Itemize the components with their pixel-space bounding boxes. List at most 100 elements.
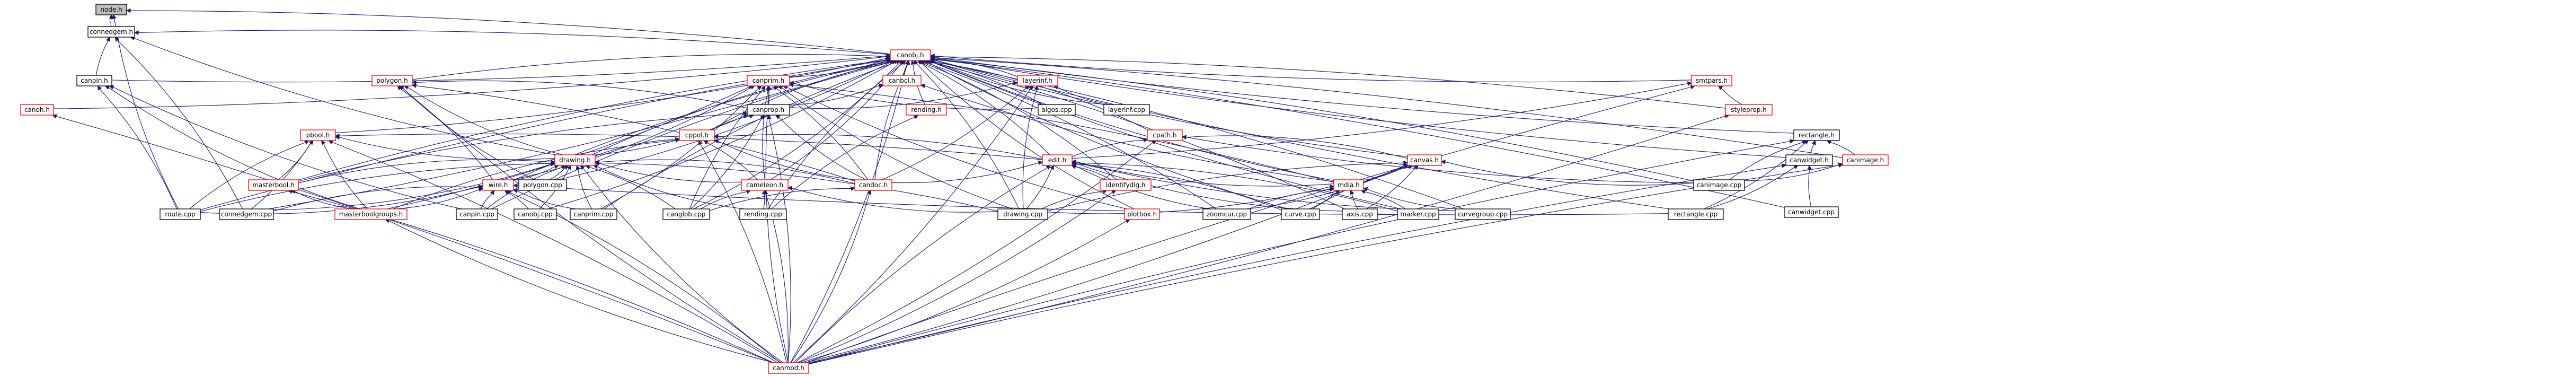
node-pbool_h[interactable]: pbool.h — [300, 129, 336, 141]
node-wire_h[interactable]: wire.h — [482, 179, 514, 191]
edge-axis_cpp-to-canobj_h — [928, 61, 1345, 209]
edge-rectangle_cpp-to-canobj_h — [934, 59, 1670, 209]
node-curve_cpp[interactable]: curve.cpp — [1281, 208, 1320, 220]
edge-styleprop_h-to-smtpars_h — [1721, 88, 1742, 105]
node-canobj_cpp[interactable]: canobj.cpp — [514, 208, 557, 220]
node-smtpars_h[interactable]: smtpars.h — [1691, 75, 1732, 86]
node-cameleon_h[interactable]: cameleon.h — [741, 179, 789, 191]
node-canvas_h[interactable]: canvas.h — [1407, 154, 1442, 166]
node-canpin_h[interactable]: canpin.h — [76, 75, 112, 86]
node-zoomcur_cpp[interactable]: zoomcur.cpp — [1202, 208, 1251, 220]
node-polygon_h[interactable]: polygon.h — [371, 75, 413, 86]
node-canobj_h[interactable]: canobj.h — [890, 49, 931, 61]
arrowhead-edit_h-to-smtpars_h — [1687, 81, 1693, 86]
node-label: smtpars.h — [1696, 77, 1728, 84]
node-cpath_h[interactable]: cpath.h — [1147, 129, 1183, 141]
arrowhead-canmod_h-to-canprim_h — [766, 85, 772, 90]
node-label: canoh.h — [24, 106, 50, 113]
node-route_cpp[interactable]: route.cpp — [160, 208, 201, 220]
node-layerinf_cpp[interactable]: layerinf.cpp — [1103, 104, 1150, 116]
arrowhead-canwidget_cpp-to-canwidget_h — [1807, 164, 1812, 170]
graph-edges — [52, 8, 1855, 365]
edge-masterboolgroups_h-to-wire_h — [394, 189, 480, 209]
arrowhead-rending_cpp-to-canobj_h — [901, 60, 906, 65]
edge-canprim_cpp-to-wire_h — [517, 190, 577, 209]
node-curvegroup_cpp[interactable]: curvegroup.cpp — [1455, 208, 1511, 220]
node-marker_cpp[interactable]: marker.cpp — [1397, 208, 1439, 220]
arrowhead-rending_h-to-canobj_h — [910, 59, 916, 65]
node-canbcl_h[interactable]: canbcl.h — [882, 75, 922, 86]
edge-drawing_cpp-to-canobj_h — [916, 63, 1020, 209]
edge-canglob_cpp-to-cameleon_h — [700, 191, 747, 209]
edge-canmod_h-to-canprim_h — [765, 89, 789, 363]
edge-curvegroup_cpp-to-mdia_h — [1367, 189, 1459, 209]
arrowhead-mdia_h-to-canbcl_h — [920, 83, 926, 89]
node-canglob_cpp[interactable]: canglob.cpp — [662, 208, 710, 220]
arrowhead-canwidget_h-to-rectangle_h — [1811, 139, 1817, 145]
node-canimage_h[interactable]: canimage.h — [1842, 154, 1889, 166]
node-plotbox_h[interactable]: plotbox.h — [1124, 208, 1160, 220]
node-rectangle_cpp[interactable]: rectangle.cpp — [1668, 208, 1724, 220]
arrowhead-candoc_h-to-polygon_h — [411, 83, 417, 88]
node-mdia_h[interactable]: mdia.h — [1333, 179, 1364, 191]
edge-canmod_h-to-cppol_h — [700, 144, 787, 363]
node-canwidget_h[interactable]: canwidget.h — [1785, 154, 1833, 166]
node-connedgem_h[interactable]: connedgem.h — [87, 26, 135, 38]
edge-canmod_h-to-canimage_h — [808, 165, 1839, 365]
arrowhead-route_cpp-to-canpin_h — [97, 85, 102, 91]
arrowhead-cameleon_h-to-cppol_h — [703, 140, 709, 145]
edge-canmod_h-to-cpath_h — [796, 142, 1154, 363]
edge-axis_cpp-to-mdia_h — [1351, 194, 1358, 209]
node-axis_cpp[interactable]: axis.cpp — [1342, 208, 1378, 220]
node-canprim_h[interactable]: canprim.h — [747, 75, 790, 86]
node-canmod_h[interactable]: canmod.h — [768, 362, 809, 374]
node-algos_cpp[interactable]: algos.cpp — [1038, 104, 1076, 116]
arrowhead-canmod_h-to-cameleon_h — [763, 189, 768, 195]
arrowhead-axis_cpp-to-mdia_h — [1350, 189, 1355, 195]
edge-mdia_h-to-canvas_h — [1363, 166, 1405, 181]
node-polygon_cpp[interactable]: polygon.cpp — [518, 179, 567, 191]
arrowhead-edit_h-to-cppol_h — [713, 134, 719, 139]
node-candoc_h[interactable]: candoc.h — [854, 179, 892, 191]
arrowhead-canmod_h-to-drawing_h — [580, 165, 585, 170]
node-canprim_cpp[interactable]: canprim.cpp — [570, 208, 617, 220]
node-box — [1793, 129, 1840, 141]
edge-canmod_h-to-canwidget_h — [808, 165, 1783, 364]
node-drawing_h[interactable]: drawing.h — [554, 154, 596, 166]
arrowhead-rectangle_cpp-to-wire_h — [512, 183, 518, 188]
node-layerinf_h[interactable]: layerinf.h — [1017, 75, 1058, 86]
node-canimage_cpp[interactable]: canimage.cpp — [1693, 179, 1745, 191]
node-box — [890, 49, 931, 61]
edge-layerinf_cpp-to-layerinf_h — [1057, 86, 1111, 105]
node-drawing_cpp[interactable]: drawing.cpp — [997, 208, 1048, 220]
node-box — [1042, 154, 1073, 166]
node-canoh_h[interactable]: canoh.h — [20, 104, 54, 116]
edge-curve_cpp-to-canobj_h — [926, 62, 1288, 209]
node-rending_cpp[interactable]: rending.cpp — [739, 208, 787, 220]
edge-canobj_cpp-to-canobj_h — [547, 62, 895, 209]
node-label: cppol.h — [685, 132, 709, 139]
node-canprop_h[interactable]: canprop.h — [747, 104, 790, 116]
arrowhead-styleprop_h-to-smtpars_h — [1718, 85, 1723, 91]
arrowhead-drawing_h-to-pbool_h — [334, 135, 340, 140]
node-edit_h[interactable]: edit.h — [1042, 154, 1073, 166]
node-cppol_h[interactable]: cppol.h — [679, 129, 715, 141]
arrowhead-canprop_h-to-layerinf_h — [1013, 81, 1019, 86]
edge-curve_cpp-to-mdia_h — [1309, 192, 1337, 209]
node-canpin_cpp[interactable]: canpin.cpp — [456, 208, 498, 220]
node-masterbool_h[interactable]: masterbool.h — [248, 179, 299, 191]
node-rending_h[interactable]: rending.h — [906, 104, 947, 116]
node-styleprop_h[interactable]: styleprop.h — [1725, 104, 1773, 116]
node-rectangle_h[interactable]: rectangle.h — [1793, 129, 1840, 141]
edge-polygon_cpp-to-canobj_h — [557, 61, 892, 180]
node-identifydlg_h[interactable]: identifydlg.h — [1100, 179, 1152, 191]
node-connedgem_cpp[interactable]: connedgem.cpp — [219, 208, 274, 220]
arrowhead-curvegroup_cpp-to-mdia_h — [1362, 187, 1368, 191]
edge-canmod_h-to-canobj_h — [790, 64, 908, 363]
node-canwidget_cpp[interactable]: canwidget.cpp — [1784, 206, 1839, 218]
node-box — [747, 75, 790, 86]
node-box — [1038, 104, 1076, 116]
node-masterboolgroups_h[interactable]: masterboolgroups.h — [334, 208, 408, 220]
node-box — [1785, 154, 1833, 166]
